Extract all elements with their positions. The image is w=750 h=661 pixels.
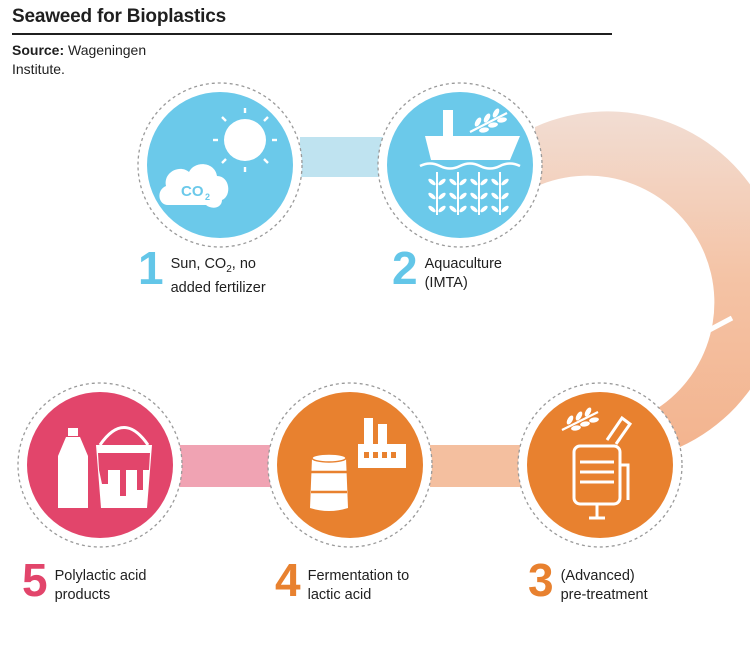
seaweed-icon [469,108,508,133]
step-2-line1: Aquaculture [424,256,502,272]
step-3-circle [517,382,683,548]
barrel-icon [310,453,348,511]
step-4-number: 4 [275,554,301,606]
seaweed-icon-3 [561,407,599,431]
step-2-line2: (IMTA) [424,275,468,291]
step-4-label: 4 Fermentation to lactic acid [275,554,410,606]
source-note: Source: Wageningen Institute. [12,41,172,79]
step-3-number: 3 [528,554,554,606]
step-1-circle [137,82,303,248]
step-3-label: 3 (Advanced) pre-treatment [528,554,648,606]
source-label: Source: [12,42,65,58]
step-4-text: Fermentation to lactic acid [308,567,410,605]
ship-icon [419,110,521,170]
step-1-label: 1 Sun, CO2, no added fertilizer [138,242,266,298]
reactor-tank-icon [572,415,633,520]
connector-2-3-arc [535,111,750,447]
step-1-sub: 2 [226,263,232,275]
step-1-text: Sun, CO2, no added fertilizer [171,255,266,298]
step-3-line1: (Advanced) [560,568,635,584]
step-1-line2: added fertilizer [170,279,266,296]
connector-4-5 [175,445,275,487]
sun-icon [213,108,277,172]
bottle-icon [58,428,88,508]
co2-cloud-icon: CO 2 [159,164,229,208]
connector-3-4 [430,445,530,487]
cloud-co2-subscript: 2 [205,192,210,202]
seaweed-rows-icon [428,172,509,215]
connector-arc-chevron [670,315,734,338]
step-2-number: 2 [392,242,418,294]
cloud-co2-label: CO [181,183,204,200]
source-text: Wageningen Institute. [12,42,147,77]
page-title: Seaweed for Bioplastics [12,6,226,27]
step-1-line1: Sun, CO [170,256,227,272]
step-5-number: 5 [22,554,48,606]
step-4-line1: Fermentation to [307,568,410,584]
step-1-number: 1 [138,242,164,294]
factory-icon [358,418,406,468]
step-2-label: 2 Aquaculture (IMTA) [392,242,502,294]
step-5-line2: products [54,587,111,603]
step-5-line1: Polylactic acid [54,568,147,584]
title-divider [12,33,612,35]
step-1-line1-rest: , no [231,256,256,272]
step-2-text: Aquaculture (IMTA) [425,255,502,293]
step-3-text: (Advanced) pre-treatment [561,567,648,605]
paint-bucket-icon [96,426,152,508]
step-3-line2: pre-treatment [560,587,648,603]
step-4-line2: lactic acid [307,587,372,603]
step-5-text: Polylactic acid products [55,567,147,605]
step-4-circle [267,382,433,548]
step-5-label: 5 Polylactic acid products [22,554,147,606]
